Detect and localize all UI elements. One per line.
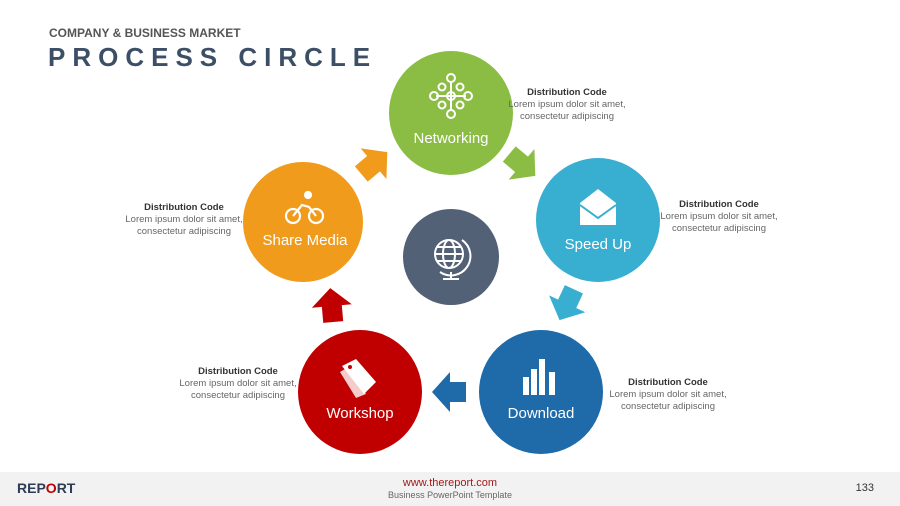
template-caption: Business PowerPoint Template: [388, 490, 512, 500]
networking-circle[interactable]: [389, 51, 513, 175]
arrow-workshop-to-share: [310, 286, 354, 324]
arrow-speedup-to-download: [541, 280, 593, 329]
globe-icon: [434, 239, 472, 280]
step-label-share-media: Share Media: [262, 232, 348, 249]
description-text: Lorem ipsum dolor sit amet, consectetur …: [660, 211, 778, 234]
tag-icon: [340, 359, 376, 398]
step-label-download: Download: [507, 405, 575, 422]
step-label-speed-up: Speed Up: [564, 236, 632, 253]
description-title: Distribution Code: [198, 366, 278, 377]
footer: REPORT www.thereport.com Business PowerP…: [0, 472, 900, 506]
description-title: Distribution Code: [679, 199, 759, 210]
description-text: Lorem ipsum dolor sit amet, consectetur …: [179, 378, 297, 401]
description-text: Lorem ipsum dolor sit amet, consectetur …: [609, 389, 727, 412]
center-circle: [403, 209, 499, 305]
logo: REPORT: [17, 480, 76, 496]
description-title: Distribution Code: [144, 202, 224, 213]
process-diagram: [243, 51, 660, 454]
bar-chart-icon: [523, 359, 555, 395]
page-number: 133: [855, 482, 874, 494]
website-link[interactable]: www.thereport.com: [402, 477, 498, 489]
share-media-circle[interactable]: [243, 162, 363, 282]
step-label-networking: Networking: [413, 130, 489, 147]
arrow-download-to-workshop: [432, 372, 466, 412]
page-title: PROCESS CIRCLE: [48, 42, 378, 72]
network-icon: [429, 73, 473, 119]
description-title: Distribution Code: [628, 377, 708, 388]
description-text: Lorem ipsum dolor sit amet, consectetur …: [508, 99, 626, 122]
subtitle: COMPANY & BUSINESS MARKET: [49, 26, 241, 40]
description-text: Lorem ipsum dolor sit amet, consectetur …: [125, 214, 243, 237]
bicycle-icon: [284, 190, 325, 225]
description-title: Distribution Code: [527, 87, 607, 98]
step-label-workshop: Workshop: [326, 405, 394, 422]
envelope-icon: [579, 189, 617, 225]
